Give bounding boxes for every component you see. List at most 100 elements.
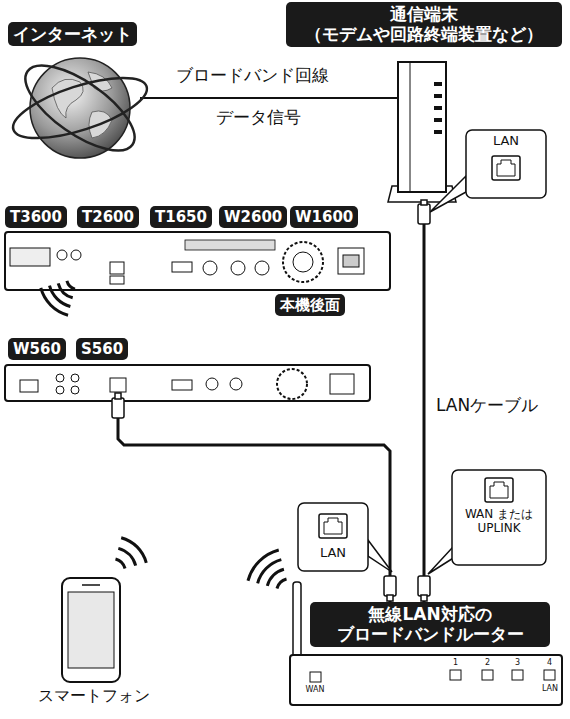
recorder-rear — [110, 378, 126, 392]
device-label: スマートフォン — [38, 686, 150, 705]
lan-plug — [387, 595, 393, 601]
recorder-rear — [71, 250, 81, 260]
recorder-rear — [56, 386, 64, 394]
recorder-rear — [110, 276, 124, 284]
router-device — [544, 670, 555, 680]
recorder-rear — [230, 378, 242, 390]
model-tag: W560 — [8, 338, 66, 360]
port-callout — [452, 470, 546, 565]
recorder-rear — [5, 365, 370, 401]
modem-device — [398, 62, 446, 192]
model-tag: 本機後面 — [275, 294, 345, 316]
router-device — [290, 582, 562, 705]
recorder-rear — [57, 250, 67, 260]
modem-device — [434, 130, 442, 134]
modem-device — [434, 94, 442, 98]
model-tag: T1650 — [150, 206, 212, 228]
port-label: WAN — [300, 685, 330, 694]
recorder-rear — [10, 248, 50, 266]
signal-label: データ信号 — [216, 108, 301, 128]
device-node: 通信端末 （モデムや回路終端装置など） — [398, 62, 446, 200]
lan-plug — [384, 576, 396, 596]
wireless-waves — [39, 281, 287, 589]
model-tag: 無線LAN対応の ブロードバンドルーター — [310, 602, 550, 647]
model-tag: T3600 — [5, 206, 67, 228]
port-callout — [324, 518, 342, 534]
connector-label: ブロードバンド回線 — [176, 66, 329, 86]
modem-device — [434, 118, 442, 122]
port-callout — [430, 130, 546, 212]
smartphone-icon — [68, 592, 114, 668]
recorder-rear — [343, 255, 359, 267]
recorder-rear — [293, 252, 313, 272]
port-callout — [490, 482, 508, 498]
lan-plug — [418, 576, 430, 596]
connector-label: LANケーブル — [436, 396, 538, 416]
router-device — [290, 655, 562, 705]
recorder-rear — [255, 261, 269, 275]
router-device — [512, 670, 523, 680]
recorder-rear — [5, 232, 390, 290]
globe-icon — [30, 58, 130, 158]
router-device — [450, 670, 461, 680]
device-node: T3600T2600T1650W2600W1600本機後面 — [5, 232, 390, 290]
modem-device — [434, 106, 442, 110]
port-name: WAN または UPLINK — [455, 508, 543, 536]
globe-icon — [13, 50, 148, 166]
model-tag: W1600 — [290, 206, 358, 228]
port-callout — [428, 470, 546, 574]
recorder-rear — [277, 369, 307, 399]
recorder-rear — [203, 261, 217, 275]
recorder-rear — [338, 248, 364, 274]
device-node: W560S560 — [5, 365, 370, 401]
lan-plug — [421, 595, 427, 601]
recorder-rear — [5, 232, 390, 290]
model-tag: W2600 — [219, 206, 287, 228]
model-tag: インターネット — [8, 22, 137, 46]
lan-cable — [423, 200, 426, 602]
wireless-wave — [115, 558, 126, 569]
modem-device — [410, 62, 411, 192]
wireless-wave — [65, 281, 75, 291]
recorder-rear — [185, 240, 275, 250]
port-callout — [492, 156, 520, 180]
recorder-rear — [206, 378, 218, 390]
recorder-rear — [110, 262, 124, 274]
recorder-rear — [172, 380, 192, 390]
lan-cable — [118, 401, 390, 602]
recorder-rear — [71, 386, 79, 394]
device-node: 無線LAN対応の ブロードバンドルーター — [290, 602, 562, 706]
modem-device — [388, 62, 456, 202]
recorder-rear — [283, 242, 323, 282]
wireless-wave — [57, 283, 73, 299]
port-callout — [430, 176, 466, 212]
recorder-rear — [20, 380, 38, 392]
lan-plug — [418, 204, 430, 224]
globe-icon — [52, 72, 112, 138]
smartphone-icon — [62, 578, 120, 682]
lan-plug — [421, 200, 427, 205]
router-device — [310, 672, 321, 682]
port-label: 3 — [511, 658, 524, 667]
broadband-line — [140, 97, 398, 99]
lan-plug — [112, 200, 430, 601]
port-name: LAN — [300, 546, 366, 561]
router-device — [482, 670, 493, 680]
port-callout — [298, 503, 392, 572]
router-device — [293, 582, 301, 662]
model-tag: T2600 — [77, 206, 139, 228]
recorder-rear — [231, 261, 245, 275]
recorder-rear — [56, 374, 64, 382]
port-label: 4 — [543, 658, 556, 667]
port-callout — [298, 503, 368, 571]
smartphone-icon — [82, 584, 100, 586]
recorder-rear — [172, 262, 192, 272]
port-callout — [485, 478, 513, 502]
port-callout — [319, 514, 347, 538]
lan-plug — [115, 393, 121, 399]
modem-device — [434, 82, 442, 86]
model-tag: S560 — [76, 338, 128, 360]
smartphone-icon — [62, 578, 120, 682]
